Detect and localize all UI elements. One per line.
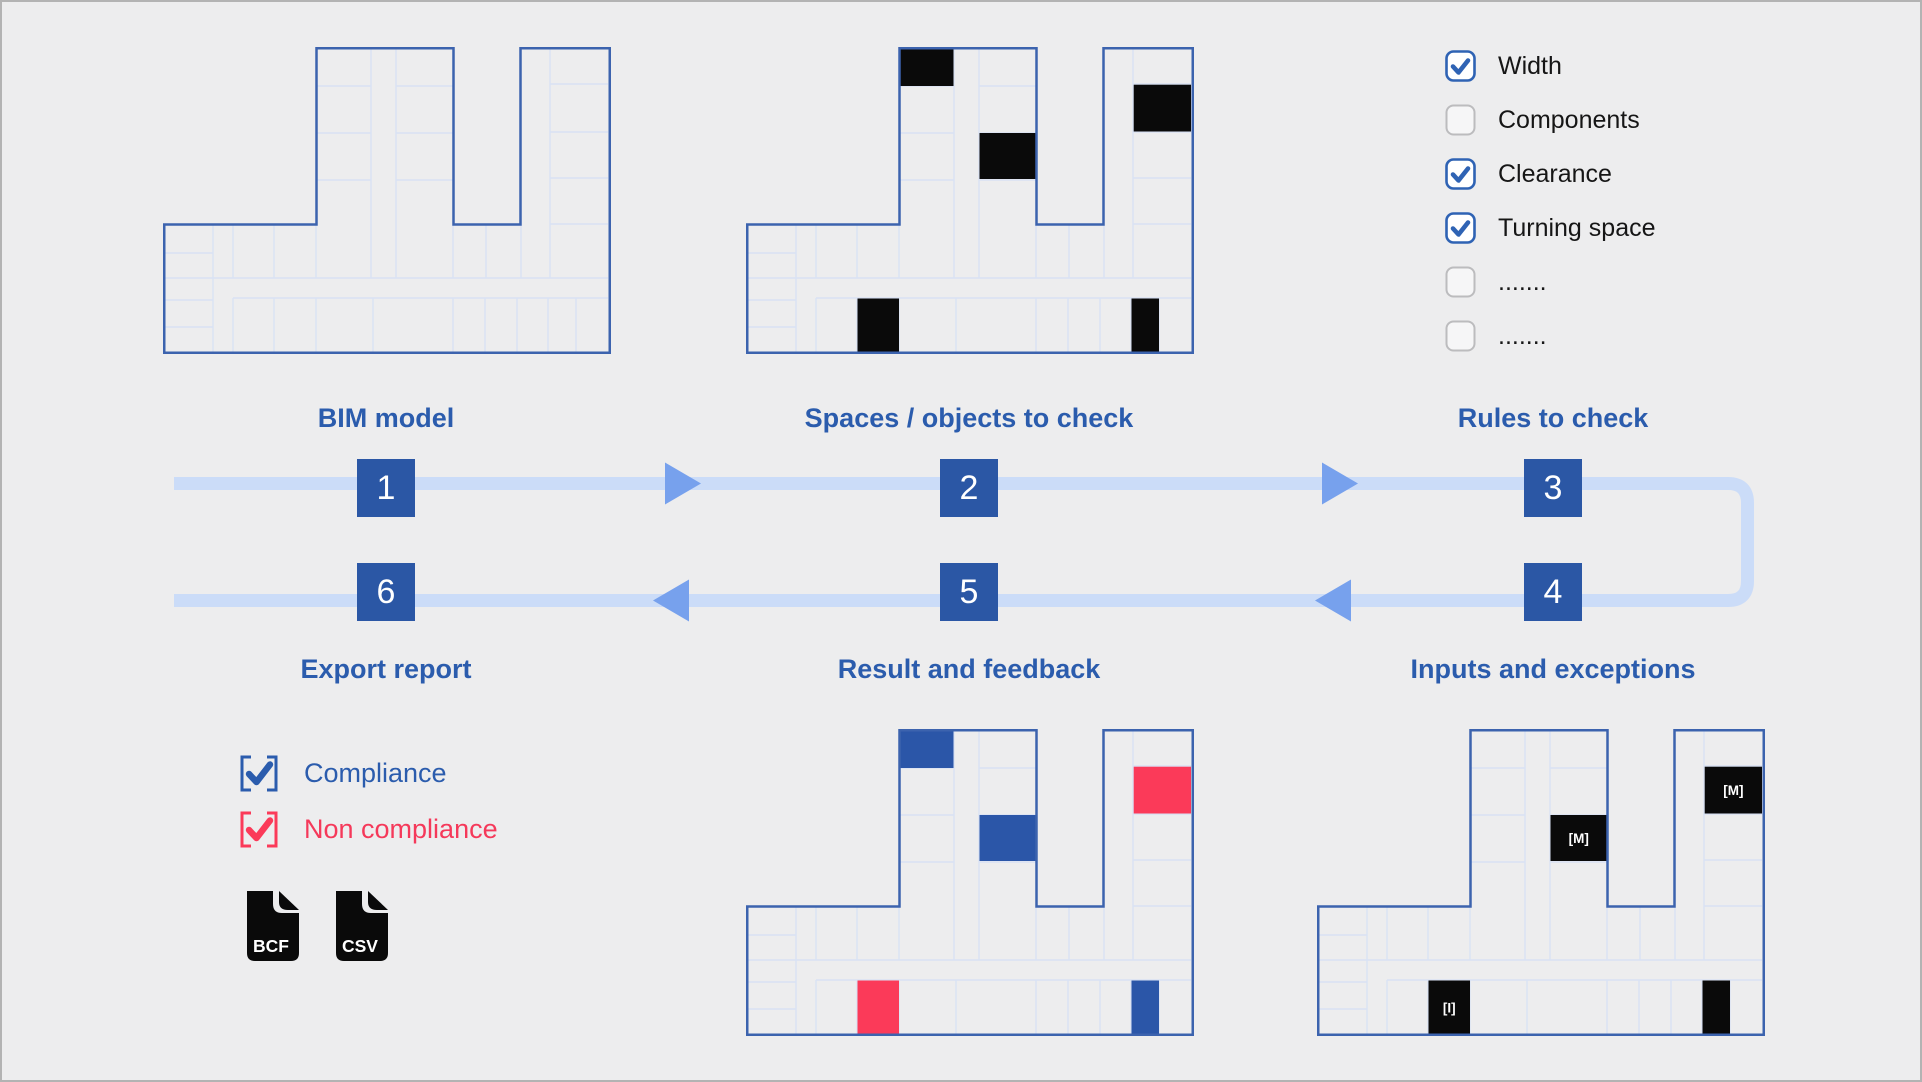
step-title-export-report: Export report xyxy=(300,654,472,684)
rule-label: ....... xyxy=(1498,267,1547,296)
step-number-1: 1 xyxy=(357,459,415,517)
flow-arrow-left-2 xyxy=(1315,579,1351,622)
plan-interior xyxy=(747,730,1193,1035)
step-number-2: 2 xyxy=(940,459,998,517)
flow-arrow-right-1 xyxy=(665,462,701,505)
step-number-6: 6 xyxy=(357,563,415,621)
file-icon-bcf: BCF xyxy=(247,891,299,961)
rule-label: Components xyxy=(1498,105,1640,134)
unchecked-checkbox-icon[interactable] xyxy=(1445,104,1476,136)
plan-outline xyxy=(1317,729,1765,1036)
rule-row[interactable]: ....... xyxy=(1445,266,1656,298)
plan-interior xyxy=(747,48,1193,353)
flow-arrow-right-2 xyxy=(1322,462,1358,505)
plan-cell-compliant xyxy=(900,730,954,768)
legend-label: Compliance xyxy=(304,758,447,788)
step-title-rules-to-check: Rules to check xyxy=(1457,403,1649,433)
rule-label: Width xyxy=(1498,51,1562,80)
floor-plan-result-feedback xyxy=(746,729,1194,1036)
flow-arrow-left-1 xyxy=(653,579,689,622)
checked-checkbox-icon[interactable] xyxy=(1445,158,1476,190)
plan-cell-object xyxy=(1702,980,1730,1034)
rule-label: Clearance xyxy=(1498,159,1612,188)
legend-label: Non compliance xyxy=(304,814,498,844)
rule-row[interactable]: Components xyxy=(1445,104,1656,136)
plan-cell-label: [I] xyxy=(1443,1000,1456,1015)
step-title-spaces-objects: Spaces / objects to check xyxy=(804,403,1134,433)
step-title-result-feedback: Result and feedback xyxy=(837,654,1101,684)
plan-interior xyxy=(1318,730,1764,1035)
plan-cell-object xyxy=(1133,84,1191,132)
rules-checklist-panel: Width Components Clearance Turning space… xyxy=(1445,50,1656,374)
rule-row[interactable]: Width xyxy=(1445,50,1656,82)
unchecked-checkbox-icon[interactable] xyxy=(1445,320,1476,352)
rule-label: Turning space xyxy=(1498,213,1656,242)
plan-cell-object xyxy=(1550,815,1607,861)
file-icon-label: CSV xyxy=(342,936,378,956)
floor-plan-inputs-exceptions: [M] [M] [I] xyxy=(1317,729,1765,1036)
unchecked-checkbox-icon[interactable] xyxy=(1445,266,1476,298)
plan-cell-label: [M] xyxy=(1723,783,1743,798)
rule-row[interactable]: Turning space xyxy=(1445,212,1656,244)
step-number-4: 4 xyxy=(1524,563,1582,621)
legend-row-non_compliance: Non compliance xyxy=(239,811,498,848)
plan-cell-non_compliant xyxy=(1133,766,1191,814)
plan-cell-compliant xyxy=(1131,980,1159,1034)
rule-label: ....... xyxy=(1498,321,1547,350)
bracket-checkbox-icon xyxy=(240,755,278,792)
plan-outline xyxy=(746,47,1194,354)
flow-band xyxy=(174,477,1754,607)
step-number-3: 3 xyxy=(1524,459,1582,517)
result-legend: Compliance Non compliance xyxy=(239,755,498,867)
floor-plan-spaces-objects xyxy=(746,47,1194,354)
file-icon-csv: CSV xyxy=(336,891,388,961)
plan-cell-object xyxy=(1704,766,1762,814)
checked-checkbox-icon[interactable] xyxy=(1445,50,1476,82)
step-number-5: 5 xyxy=(940,563,998,621)
plan-cell-object xyxy=(979,133,1036,179)
plan-cell-non_compliant xyxy=(857,980,899,1034)
plan-outline xyxy=(746,729,1194,1036)
plan-cell-object xyxy=(900,48,954,86)
plan-cell-object xyxy=(857,298,899,352)
step-title-inputs-exceptions: Inputs and exceptions xyxy=(1410,654,1696,684)
step-title-bim-model: BIM model xyxy=(317,403,455,433)
export-file-icons: BCF CSV xyxy=(240,890,389,962)
plan-cell-object xyxy=(1428,980,1470,1034)
checked-checkbox-icon[interactable] xyxy=(1445,212,1476,244)
plan-outline xyxy=(163,47,611,354)
file-icon-label: BCF xyxy=(253,936,289,956)
rule-row[interactable]: Clearance xyxy=(1445,158,1656,190)
plan-cell-object xyxy=(1131,298,1159,352)
legend-row-compliance: Compliance xyxy=(239,755,498,792)
rule-row[interactable]: ....... xyxy=(1445,320,1656,352)
plan-cell-label: [M] xyxy=(1569,831,1589,846)
plan-cell-compliant xyxy=(979,815,1036,861)
bracket-checkbox-icon xyxy=(240,811,278,848)
floor-plan-bim-model xyxy=(163,47,611,354)
plan-interior xyxy=(164,48,610,353)
